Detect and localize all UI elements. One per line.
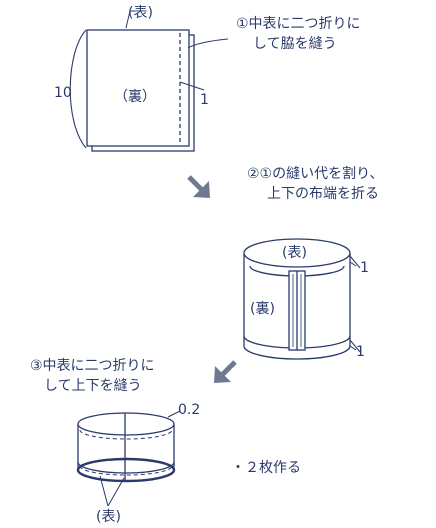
arrow-down-left-icon — [214, 360, 237, 383]
step1-instruction-line2: して脇を縫う — [253, 36, 337, 52]
step1-seam-label: 1 — [200, 92, 209, 108]
step3-figure — [76, 410, 181, 507]
step2-figure — [243, 238, 361, 360]
step2-ura-label: (裏) — [250, 300, 275, 317]
step3-note: ・２枚作る — [231, 460, 301, 476]
step3-instruction-line2: して上下を縫う — [44, 378, 142, 394]
step3-omote-label: (表) — [96, 509, 121, 525]
step2-instruction-line2: 上下の布端を折る — [267, 186, 379, 202]
step1-figure — [69, 10, 229, 152]
step2-bottom-fold-label: 1 — [356, 344, 365, 360]
step1-omote-label: (表) — [128, 5, 153, 21]
step2-instruction-line1: ②①の縫い代を割り、 — [247, 165, 384, 182]
step3-instruction-line1: ③中表に二つ折りに — [30, 358, 155, 374]
step2-top-fold-label: 1 — [360, 260, 369, 276]
step3-stitch-width-label: 0.2 — [178, 402, 200, 418]
step1-instruction-line1: ①中表に二つ折りに — [236, 16, 361, 32]
arrow-down-right-icon — [187, 175, 210, 198]
step2-omote-label: (表) — [282, 245, 307, 261]
step1-ura-label: （裏） — [114, 88, 156, 105]
step1-height-label: 10 — [54, 85, 72, 101]
